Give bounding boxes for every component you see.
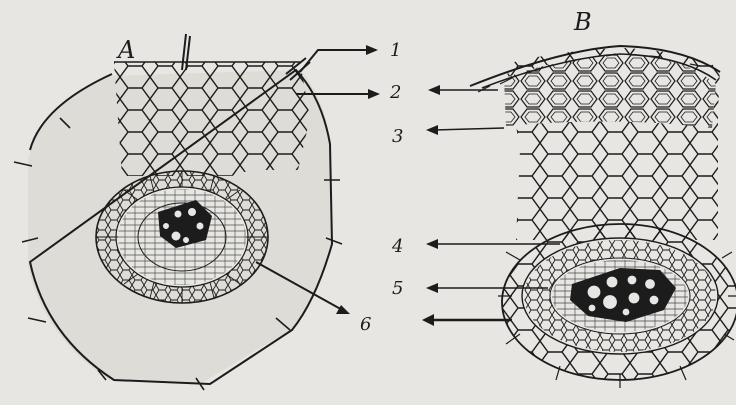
panel-a-label: A — [116, 36, 135, 64]
label-3: 3 — [392, 126, 403, 147]
label-5: 5 — [392, 278, 403, 299]
leader-1 — [300, 50, 376, 72]
label-2: 2 — [389, 82, 401, 103]
panel-b: B — [470, 8, 736, 388]
label-1: 1 — [390, 40, 401, 61]
label-6: 6 — [360, 314, 371, 335]
panel-a-cortex-cells — [110, 60, 320, 180]
leader-3 — [434, 128, 504, 130]
label-4: 4 — [391, 236, 403, 257]
panel-a: A — [14, 34, 342, 390]
panel-b-label: B — [573, 8, 592, 36]
